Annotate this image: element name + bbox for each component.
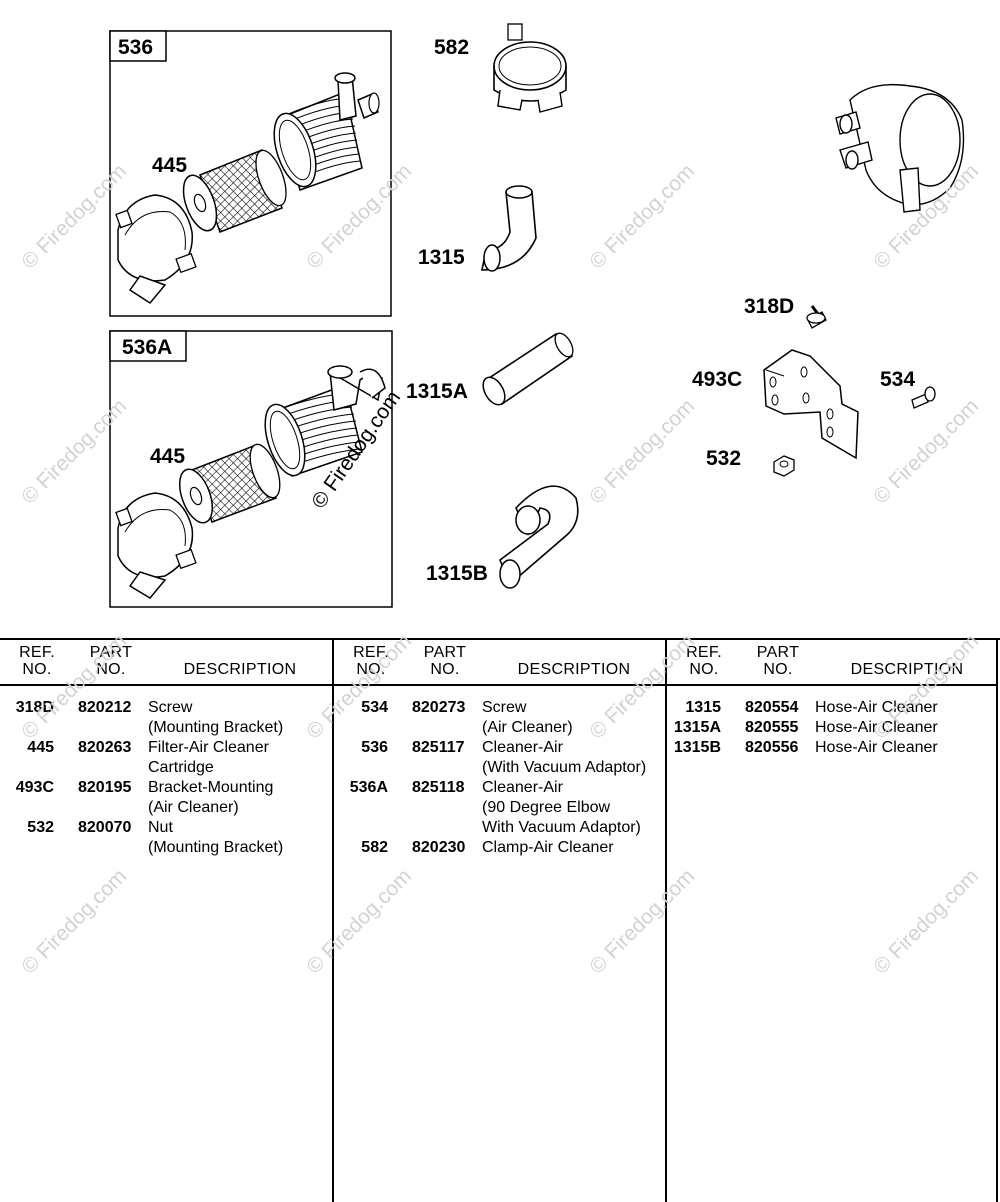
- description: Filter-Air Cleaner Cartridge: [148, 739, 269, 776]
- part-no: 820212: [78, 699, 132, 716]
- ref-no: 493C: [15, 779, 54, 796]
- table-row: 532 820070 Nut (Mounting Bracket): [0, 818, 332, 858]
- header-ref-no: REF. NO.: [353, 644, 389, 678]
- callout-534: 534: [880, 368, 915, 391]
- parts-table: REF. NO. PART NO. DESCRIPTION 318D 820212…: [0, 638, 1000, 1202]
- callout-1315: 1315: [418, 246, 465, 269]
- air-cleaner-body-elbow-icon: [264, 365, 386, 477]
- description: Clamp-Air Cleaner: [482, 839, 614, 856]
- ref-no: 536: [361, 739, 388, 756]
- callout-536a: 536A: [122, 336, 172, 359]
- end-cap-icon: [115, 194, 197, 304]
- parts-column-3: REF. NO. PART NO. DESCRIPTION 1315 820554…: [665, 640, 998, 1202]
- header-part-no: PART NO.: [89, 644, 133, 678]
- callout-582: 582: [434, 36, 469, 59]
- callout-445-top: 445: [152, 154, 187, 177]
- column-header: REF. NO. PART NO. DESCRIPTION: [0, 640, 332, 686]
- callout-1315a: 1315A: [406, 380, 468, 403]
- header-description: DESCRIPTION: [183, 661, 297, 678]
- description: Cleaner-Air (With Vacuum Adaptor): [482, 739, 647, 776]
- header-description: DESCRIPTION: [517, 661, 631, 678]
- ref-no: 532: [27, 819, 54, 836]
- ref-no: 534: [361, 699, 388, 716]
- column-header: REF. NO. PART NO. DESCRIPTION: [334, 640, 665, 686]
- ref-no: 1315B: [673, 739, 721, 756]
- hose-1315b-icon: [499, 485, 579, 589]
- part-no: 825118: [412, 779, 465, 796]
- table-row: 493C 820195 Bracket-Mounting (Air Cleaner): [0, 778, 332, 818]
- table-row: 536 825117 Cleaner-Air (With Vacuum Adapto…: [334, 738, 665, 778]
- ref-no: 1315: [685, 699, 721, 716]
- table-row: 1315A 820555 Hose-Air Cleaner: [667, 718, 996, 738]
- part-no: 820556: [745, 739, 799, 756]
- hose-1315a-icon: [482, 332, 574, 406]
- parts-diagram: 536: [17, 23, 983, 608]
- part-no: 820195: [78, 779, 132, 796]
- svg-text:© Firedog.com: © Firedog.com: [585, 160, 699, 274]
- part-no: 820555: [745, 719, 799, 736]
- svg-text:© Firedog.com: © Firedog.com: [585, 395, 699, 509]
- table-row: 1315B 820556 Hose-Air Cleaner: [667, 738, 996, 758]
- description: Screw (Mounting Bracket): [148, 699, 284, 736]
- table-row: 318D 820212 Screw (Mounting Bracket): [0, 698, 332, 738]
- hose-1315-icon: [481, 185, 537, 272]
- header-part-no: PART NO.: [756, 644, 800, 678]
- description: Cleaner-Air (90 Degree Elbow With Vacuum…: [482, 779, 641, 836]
- parts-rows: 318D 820212 Screw (Mounting Bracket) 445 820…: [0, 686, 332, 858]
- parts-column-2: REF. NO. PART NO. DESCRIPTION 534 820273 S…: [332, 640, 665, 1202]
- svg-text:© Firedog.com: © Firedog.com: [17, 395, 131, 509]
- ref-no: 318D: [15, 699, 54, 716]
- assembly-536-box: 536: [109, 30, 392, 317]
- header-description: DESCRIPTION: [850, 661, 964, 678]
- clamp-icon: [493, 23, 567, 113]
- callout-318d: 318D: [744, 295, 794, 318]
- part-no: 820273: [412, 699, 466, 716]
- bracket-493c-icon: [763, 349, 859, 460]
- ref-no: 582: [361, 839, 388, 856]
- header-ref-no: REF. NO.: [19, 644, 55, 678]
- table-row: 1315 820554 Hose-Air Cleaner: [667, 698, 996, 718]
- svg-text:© Firedog.com: © Firedog.com: [869, 395, 983, 509]
- header-ref-no: REF. NO.: [686, 644, 722, 678]
- callout-532: 532: [706, 447, 741, 470]
- table-row: 445 820263 Filter-Air Cleaner Cartridge: [0, 738, 332, 778]
- description: Bracket-Mounting (Air Cleaner): [148, 779, 274, 816]
- callout-445-bottom: 445: [150, 445, 185, 468]
- table-row: 582 820230 Clamp-Air Cleaner: [334, 838, 665, 858]
- svg-text:© Firedog.com: © Firedog.com: [17, 160, 131, 274]
- screw-534-icon: [911, 386, 936, 409]
- filter-cartridge-icon: [182, 149, 287, 233]
- filter-cartridge-2-icon: [178, 443, 281, 524]
- part-no: 820230: [412, 839, 466, 856]
- callout-536: 536: [118, 36, 153, 59]
- ref-no: 536A: [349, 779, 388, 796]
- part-no: 825117: [412, 739, 465, 756]
- column-header: REF. NO. PART NO. DESCRIPTION: [667, 640, 996, 686]
- assembly-536a-box: 536A: [109, 330, 393, 608]
- callout-1315b: 1315B: [426, 562, 488, 585]
- table-row: 534 820273 Screw (Air Cleaner): [334, 698, 665, 738]
- air-cleaner-body-icon: [273, 72, 380, 191]
- end-cap-2-icon: [115, 492, 197, 599]
- callout-493c: 493C: [692, 368, 742, 391]
- part-no: 820554: [745, 699, 799, 716]
- screw-318d-icon: [806, 305, 827, 329]
- nut-532-icon: [773, 455, 795, 477]
- ref-no: 445: [27, 739, 54, 756]
- description: Nut (Mounting Bracket): [148, 819, 284, 856]
- parts-column-1: REF. NO. PART NO. DESCRIPTION 318D 820212…: [0, 640, 332, 1202]
- part-no: 820070: [78, 819, 132, 836]
- ref-no: 1315A: [673, 719, 721, 736]
- header-part-no: PART NO.: [423, 644, 467, 678]
- table-row: 536A 825118 Cleaner-Air (90 Degree Elbow W…: [334, 778, 665, 838]
- description: Hose-Air Cleaner: [815, 719, 938, 736]
- engine-reference-icon: [835, 83, 965, 213]
- description: Screw (Air Cleaner): [482, 699, 573, 736]
- description: Hose-Air Cleaner: [815, 739, 938, 756]
- description: Hose-Air Cleaner: [815, 699, 938, 716]
- part-no: 820263: [78, 739, 132, 756]
